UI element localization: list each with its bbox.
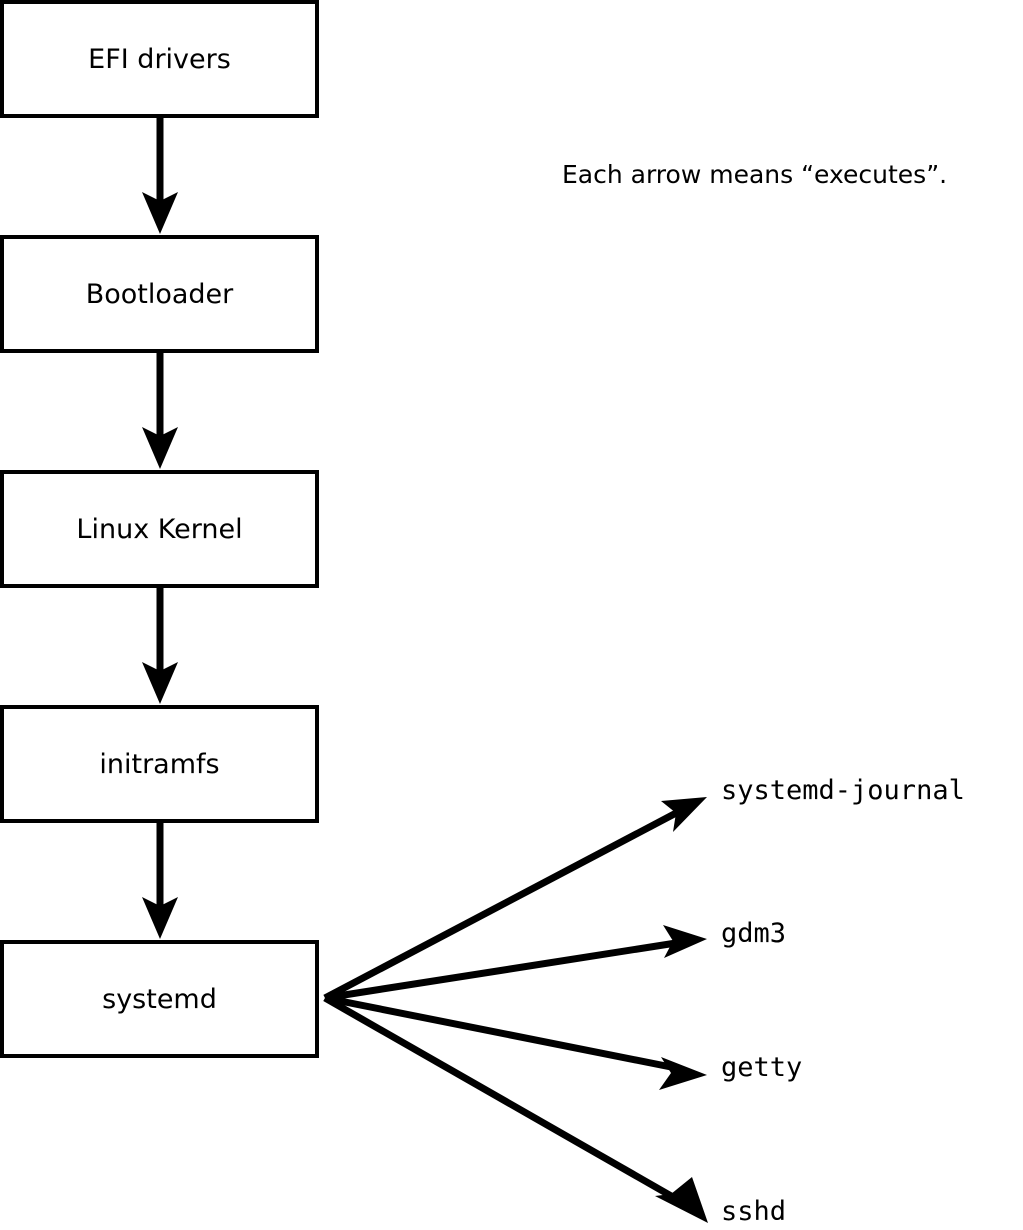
node-label-systemd: systemd (102, 983, 217, 1015)
service-label-sshd[interactable]: sshd (721, 1196, 787, 1227)
service-label-gdm3[interactable]: gdm3 (721, 918, 787, 949)
node-label-efi-drivers: EFI drivers (88, 43, 231, 75)
arrow-bootloader-to-linux-kernel (142, 353, 178, 469)
node-label-linux-kernel: Linux Kernel (76, 513, 243, 545)
arrow-systemd-to-getty (324, 994, 707, 1090)
node-efi-drivers[interactable]: EFI drivers (0, 0, 319, 118)
node-label-bootloader: Bootloader (85, 278, 234, 310)
arrow-efi-drivers-to-bootloader (142, 118, 178, 234)
node-systemd[interactable]: systemd (0, 940, 319, 1058)
node-linux-kernel[interactable]: Linux Kernel (0, 470, 319, 588)
arrow-systemd-to-gdm3 (324, 925, 707, 1002)
service-label-getty[interactable]: getty (721, 1052, 803, 1083)
node-bootloader[interactable]: Bootloader (0, 235, 319, 353)
caption-arrow-meaning: Each arrow means “executes”. (562, 160, 948, 189)
node-initramfs[interactable]: initramfs (0, 705, 319, 823)
service-label-systemd-journal[interactable]: systemd-journal (721, 775, 965, 806)
arrow-linux-kernel-to-initramfs (142, 588, 178, 704)
node-label-initramfs: initramfs (99, 748, 220, 780)
arrow-systemd-to-systemd-journal (323, 797, 707, 1002)
arrow-systemd-to-sshd (323, 994, 708, 1223)
arrow-initramfs-to-systemd (142, 823, 178, 939)
